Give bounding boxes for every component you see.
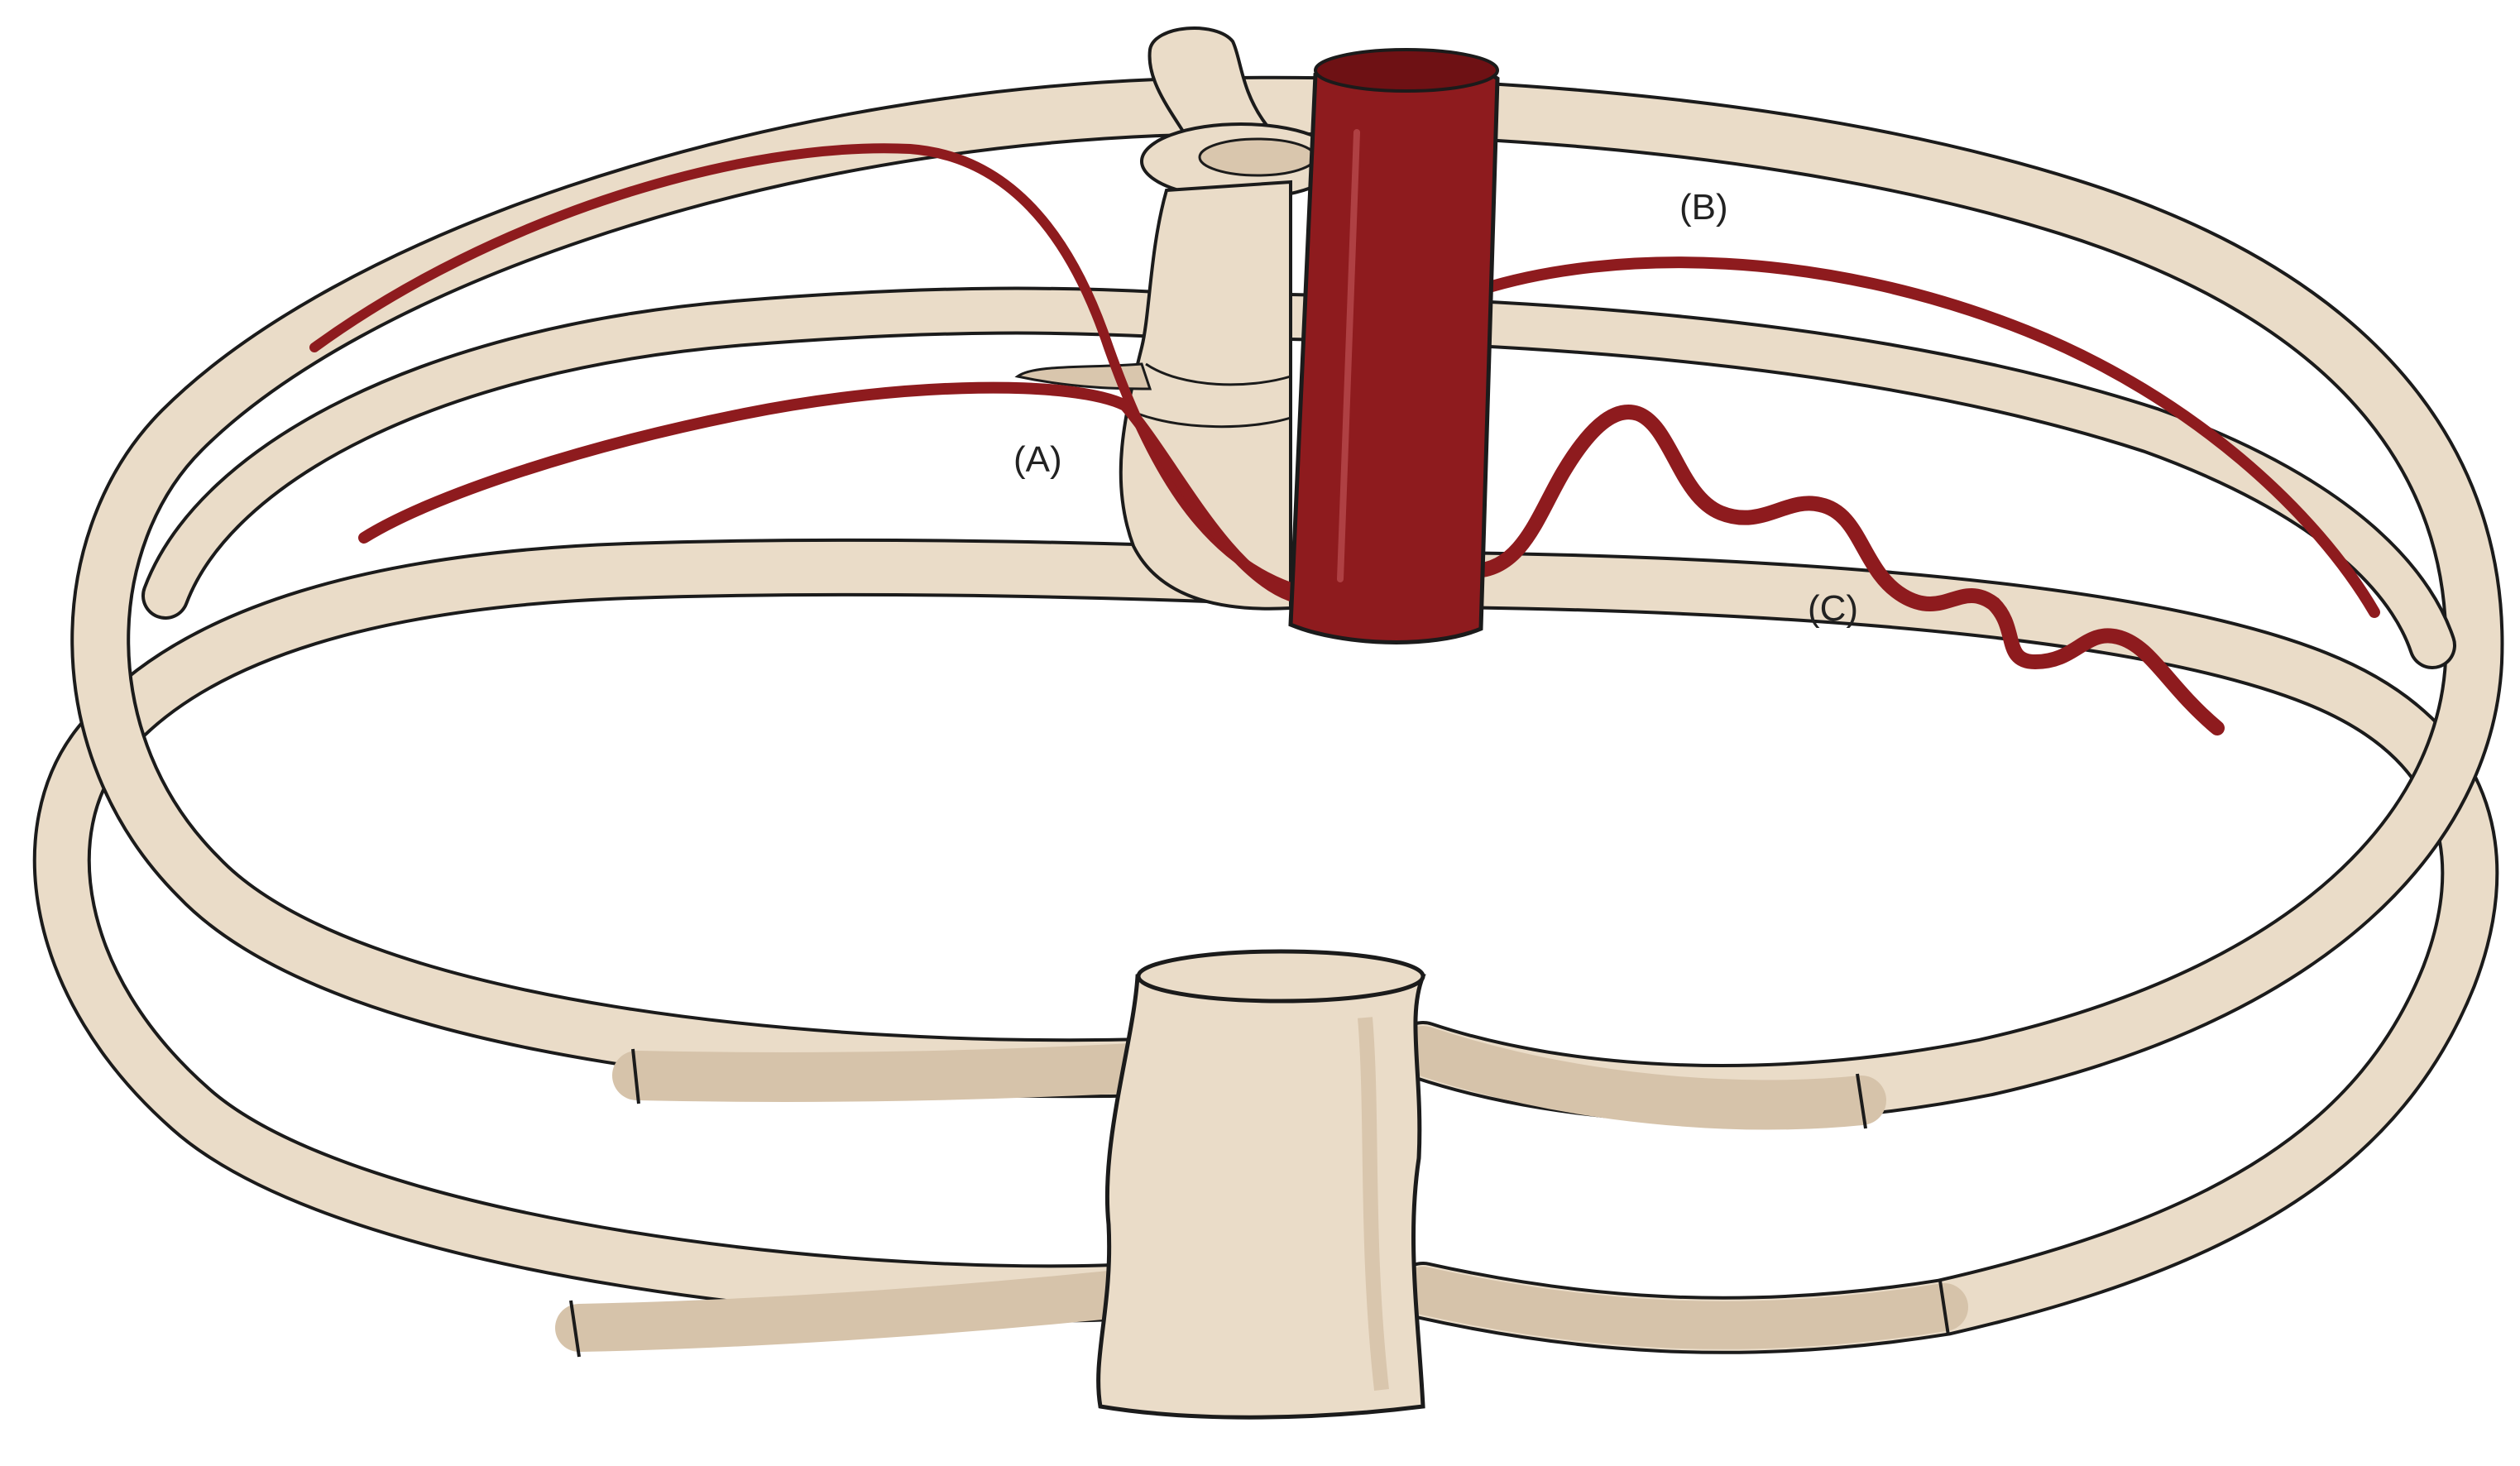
aorta-top [1314,48,1499,93]
vertebra [1014,26,1342,611]
vertebral-foramen [1198,137,1317,177]
lower-left-joint [569,1300,581,1358]
label-a: (A) [1013,439,1062,480]
sternum-shade [1358,1017,1389,1391]
label-b: (B) [1679,187,1728,228]
upper-right-cartilage [1398,1026,1886,1130]
aorta [1288,54,1500,644]
vessel-a-lower [358,381,1296,601]
upper-left-joint [631,1048,640,1104]
vessel-a-upper [309,143,1296,592]
sternum [1096,949,1426,1420]
vessel-c [1465,405,2225,735]
label-c: (C) [1808,588,1858,629]
sternum-top [1136,949,1425,1004]
vertebral-body [1119,180,1292,611]
spinous-process [1147,26,1269,147]
vessel-b [1475,256,2380,618]
lower-right-joint [1938,1280,1950,1336]
lower-right-cartilage [1399,1267,1968,1349]
lower-left-cartilage [555,1267,1174,1352]
sternum-body [1096,974,1426,1420]
upper-left-cartilage [612,1042,1175,1102]
aorta-highlight [1337,129,1360,582]
vertebral-disc-line [1145,362,1291,386]
vertebral-disc-line-2 [1137,412,1291,429]
vessels [309,48,2380,735]
upper-right-joint [1856,1073,1867,1129]
